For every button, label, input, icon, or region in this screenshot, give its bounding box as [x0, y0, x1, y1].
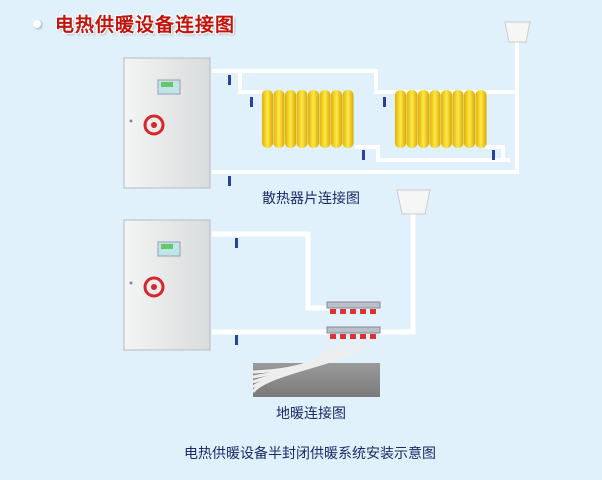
manifold-supply: [326, 301, 381, 309]
expansion-tank: [504, 21, 531, 43]
radiator-fin: [406, 90, 418, 148]
floor-heating-section: [122, 189, 431, 397]
radiator-section: [122, 21, 531, 190]
manifold-valve: [330, 334, 336, 339]
radiator-fin: [475, 90, 487, 148]
floor-heating-caption: 地暖连接图: [276, 406, 346, 422]
manifold-valve: [360, 309, 366, 314]
floor-loop-pipe: [251, 334, 375, 394]
bullet-icon: [33, 19, 41, 28]
radiator-fin: [331, 90, 342, 148]
page-title: 电热供暖设备连接图: [55, 14, 236, 36]
radiator-fin: [418, 90, 429, 148]
footer-caption: 电热供暖设备半封闭供暖系统安装示意图: [184, 446, 436, 462]
radiator-fin: [273, 90, 285, 148]
valves: [228, 75, 495, 186]
pipes: [212, 212, 416, 335]
radiator-fin: [308, 90, 319, 148]
radiator-fin: [319, 90, 331, 148]
expansion-tank: [396, 189, 431, 215]
radiator-fin: [262, 90, 273, 148]
radiator-fin: [296, 90, 308, 148]
electric-boiler-unit: [122, 218, 212, 352]
title-bar: 电热供暖设备连接图: [33, 10, 235, 37]
manifold-valve: [350, 309, 356, 314]
manifold-valve: [370, 334, 376, 339]
radiator-fin: [285, 90, 296, 148]
radiator-fin: [342, 90, 354, 148]
manifold-valve: [340, 334, 346, 339]
radiator-fin: [395, 90, 406, 148]
manifold-valve: [340, 309, 346, 314]
radiator-fin: [452, 90, 464, 148]
electric-boiler-unit: [122, 56, 212, 190]
radiator-caption: 散热器片连接图: [262, 191, 360, 207]
manifold-return: [326, 326, 381, 334]
floor-loops: [251, 334, 375, 394]
radiator-fin: [464, 90, 475, 148]
manifold-valves: [330, 309, 376, 339]
radiator-fin: [441, 90, 452, 148]
radiator: [395, 90, 487, 148]
manifold-valve: [360, 334, 366, 339]
manifold-valve: [350, 334, 356, 339]
manifold-valve: [330, 309, 336, 314]
radiator-fin: [429, 90, 441, 148]
radiator: [262, 90, 354, 148]
manifold-valve: [370, 309, 376, 314]
pipes: [212, 42, 519, 174]
